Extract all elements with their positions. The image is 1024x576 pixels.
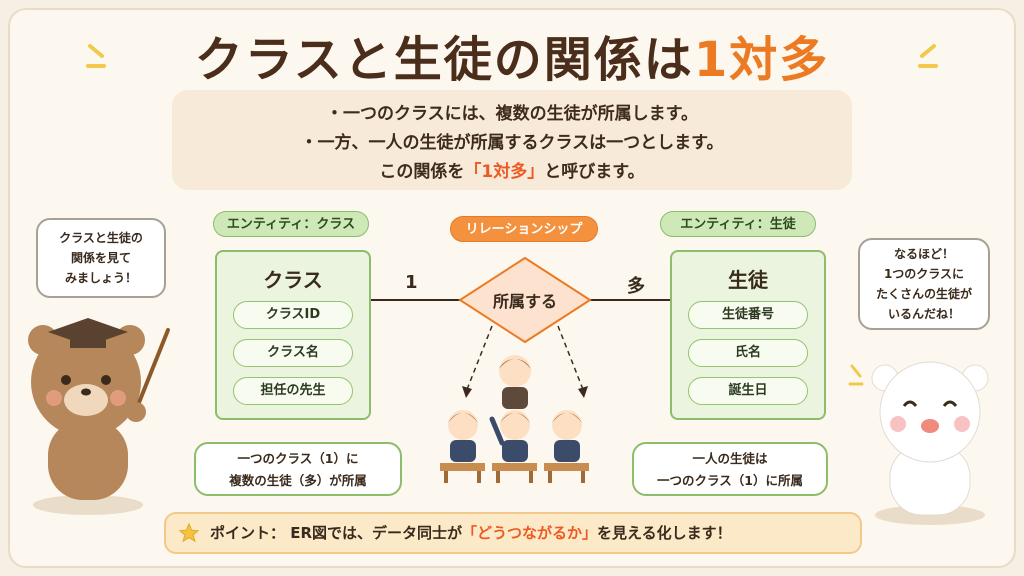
sparkle-icon	[918, 44, 938, 68]
note-line: 一つのクラス（1）に	[237, 451, 359, 466]
sparkle-icon	[86, 44, 106, 68]
attribute-pill: クラス名	[233, 339, 353, 367]
intro-line: ・一つのクラスには、複数の生徒が所属します。	[326, 104, 698, 124]
star-icon	[178, 522, 200, 543]
bear-speech-bubble: クラスと生徒の 関係を見て みましょう！	[36, 218, 166, 298]
bubble-line: みましょう！	[64, 271, 137, 285]
polar-bear-speech-bubble: なるほど！ 1つのクラスに たくさんの生徒が いるんだね！	[858, 238, 990, 330]
title-highlight: 1対多	[693, 32, 830, 88]
intro-line: この関係を「1対多」と呼びます。	[172, 158, 852, 187]
bubble-line: なるほど！	[893, 247, 954, 261]
bubble-line: クラスと生徒の	[59, 231, 143, 245]
attribute-pill: クラスID	[233, 301, 353, 329]
students-illustration	[440, 355, 589, 483]
left-note-bubble: 一つのクラス（1）に 複数の生徒（多）が所属	[194, 442, 402, 496]
brown-bear-teacher	[28, 318, 170, 515]
intro-line: ・一方、一人の生徒が所属するクラスは一つとします。	[300, 133, 724, 153]
intro-box: ・一つのクラスには、複数の生徒が所属します。 ・一方、一人の生徒が所属するクラス…	[172, 90, 852, 190]
intro-text: と呼びます。	[544, 162, 645, 182]
point-text: ポイント： ER図では、データ同士が	[210, 524, 463, 542]
attribute-pill: 氏名	[688, 339, 808, 367]
note-line: 一つのクラス（1）に所属	[657, 473, 803, 488]
class-entity-box: クラス クラスID クラス名 担任の先生	[215, 250, 371, 420]
bubble-line: いるんだね！	[887, 307, 960, 321]
right-note-bubble: 一人の生徒は 一つのクラス（1）に所属	[632, 442, 828, 496]
note-line: 一人の生徒は	[692, 451, 768, 466]
bubble-line: たくさんの生徒が	[875, 287, 972, 301]
bubble-line: 関係を見て	[70, 251, 131, 265]
bubble-line: 1つのクラスに	[883, 267, 965, 281]
dashed-arrow	[465, 325, 493, 393]
arrowhead-icon	[578, 386, 588, 398]
note-line: 複数の生徒（多）が所属	[229, 473, 367, 488]
relationship-tag: リレーションシップ	[450, 216, 598, 242]
cardinality-right: 多	[627, 276, 645, 297]
student-entity-box: 生徒 生徒番号 氏名 誕生日	[670, 250, 826, 420]
sparkle-icon	[848, 364, 864, 386]
cardinality-left: 1	[405, 272, 418, 293]
white-bear	[871, 361, 989, 525]
relationship-name: 所属する	[492, 292, 557, 311]
attribute-pill: 担任の先生	[233, 377, 353, 405]
right-entity-tag: エンティティ：生徒	[660, 211, 816, 237]
attribute-pill: 生徒番号	[688, 301, 808, 329]
attribute-pill: 誕生日	[688, 377, 808, 405]
left-entity-tag: エンティティ：クラス	[213, 211, 369, 237]
arrowhead-icon	[462, 386, 472, 398]
page-title: クラスと生徒の関係は1対多	[0, 20, 1024, 90]
point-banner: ポイント： ER図では、データ同士が「どうつながるか」を見える化します！	[164, 512, 862, 554]
relationship-diamond	[458, 256, 592, 344]
entity-name: クラス	[263, 268, 323, 292]
point-text: を見える化します！	[597, 524, 732, 542]
intro-text: この関係を	[379, 162, 465, 182]
intro-highlight: 「1対多」	[464, 162, 545, 182]
title-text: クラスと生徒の関係は	[194, 32, 694, 88]
dashed-arrow	[557, 325, 585, 393]
entity-name: 生徒	[728, 268, 768, 292]
point-highlight: 「どうつながるか」	[462, 524, 598, 542]
